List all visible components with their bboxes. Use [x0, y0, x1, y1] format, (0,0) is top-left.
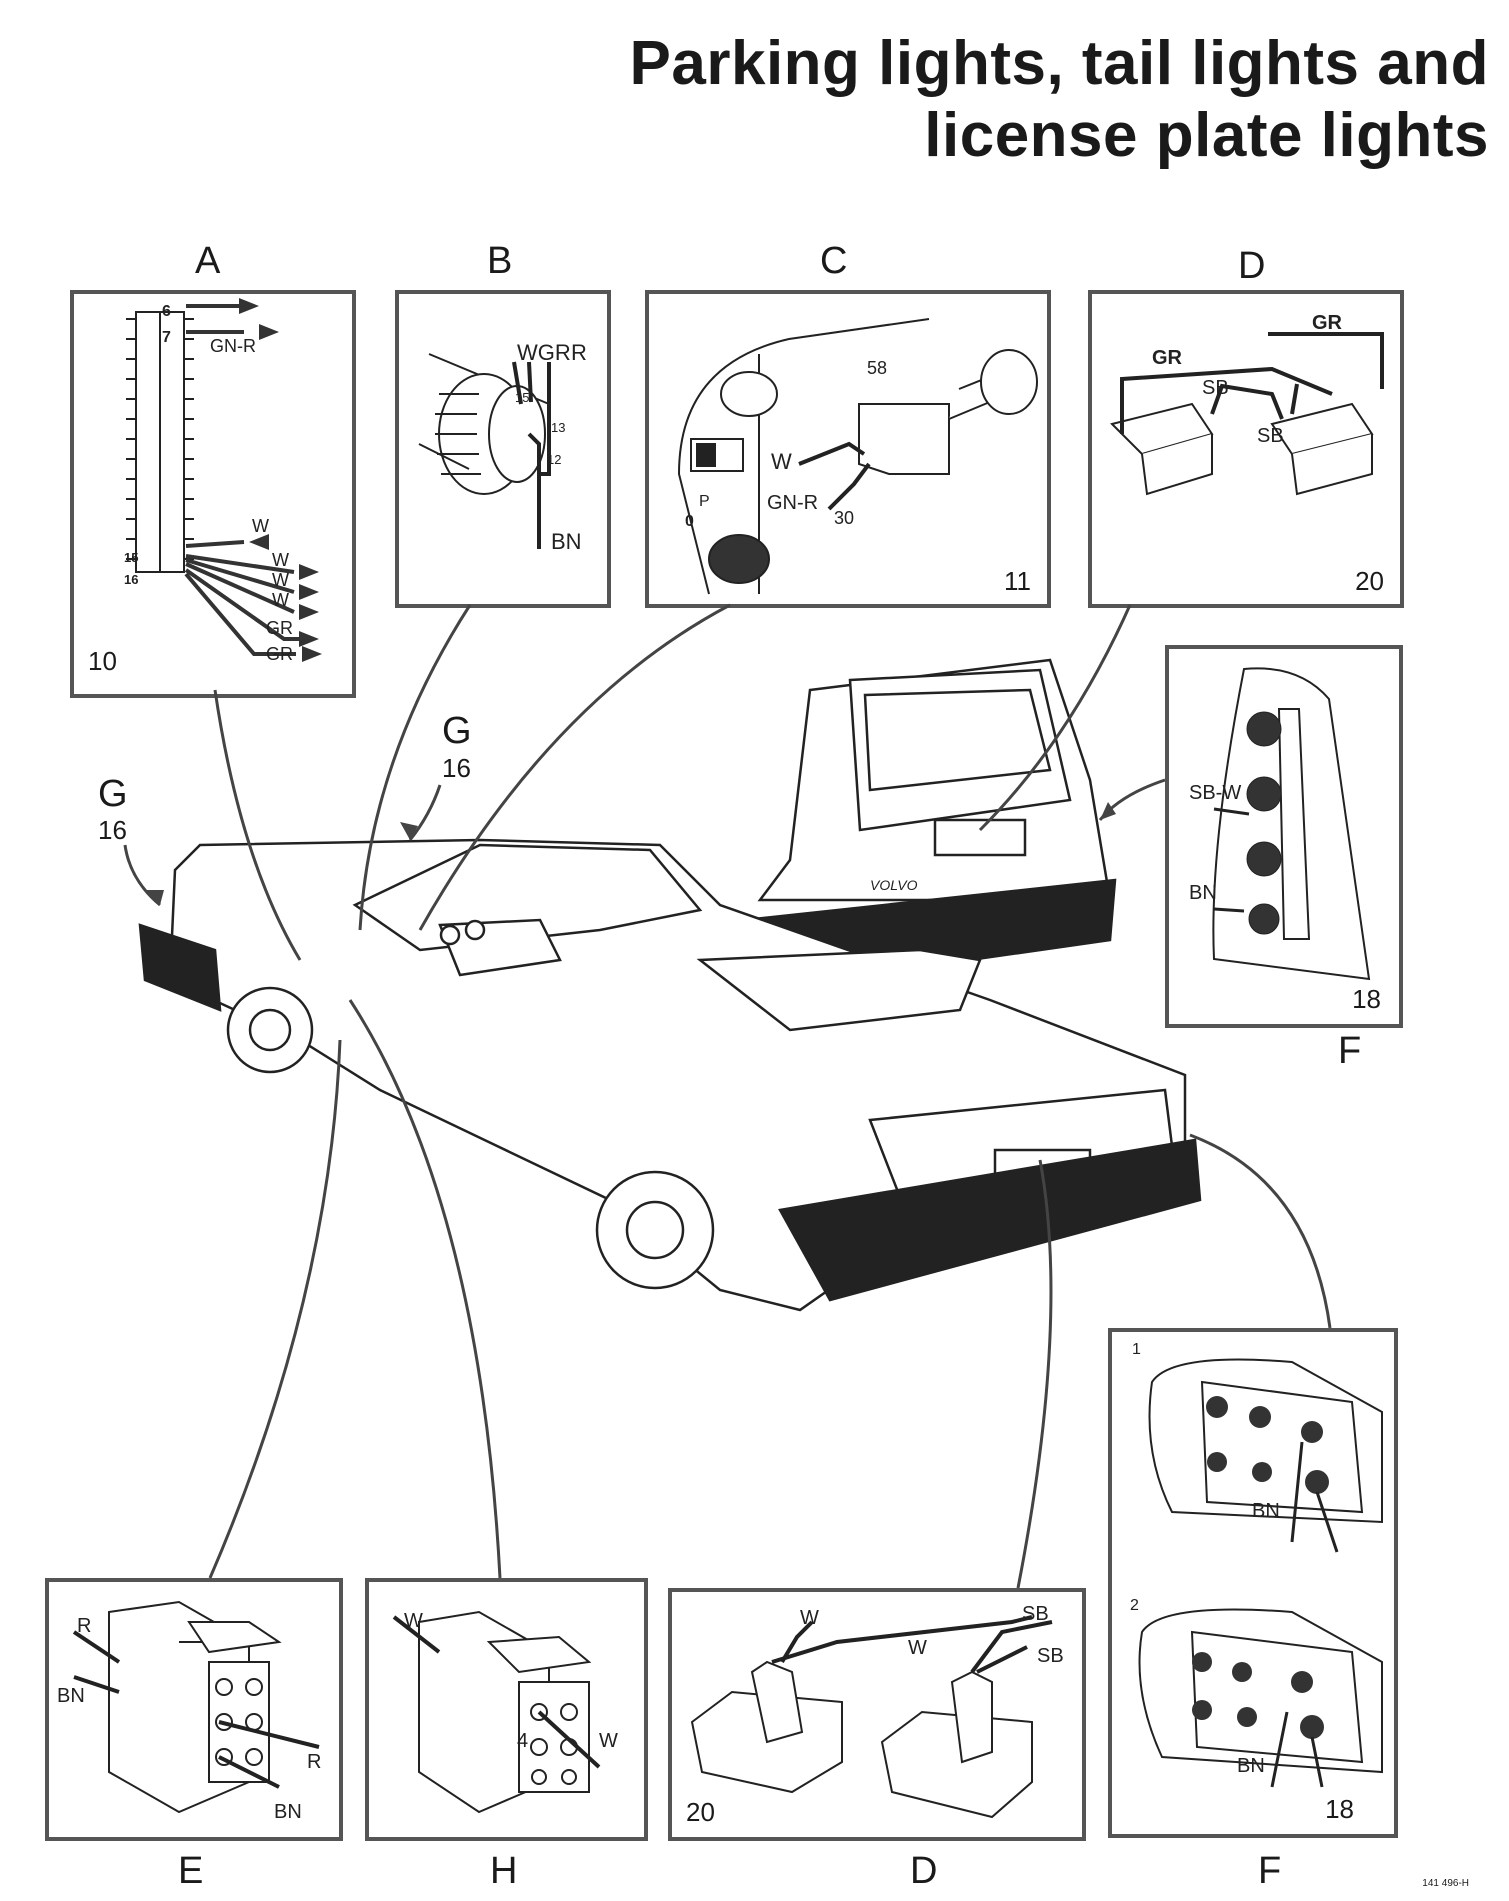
- panel-f-top-number: 18: [1352, 984, 1381, 1014]
- a-label-gr2: GR: [266, 644, 293, 664]
- d-bottom-label-sb2: SB: [1037, 1645, 1064, 1667]
- panel-letter-h: H: [490, 1850, 518, 1892]
- panel-f-bottom-rear-lights: 1 2 BN BN 18: [1108, 1328, 1398, 1838]
- panel-letter-f-top: F: [1338, 1030, 1362, 1072]
- e-label-bn2: BN: [274, 1801, 302, 1823]
- b-label-15: 15: [515, 390, 529, 405]
- e-label-r2: R: [307, 1751, 321, 1773]
- g-mid-letter: G: [442, 710, 472, 752]
- figure-code: 141 496-H: [1422, 1878, 1469, 1889]
- switch-connector-illustration: 58 W GN-R 30 P 0: [677, 318, 1038, 595]
- c-label-58: 58: [867, 358, 887, 378]
- panel-d-top-plate-lights: GR GR SB SB 20: [1088, 290, 1404, 608]
- a-label-gnr: GN-R: [210, 336, 256, 356]
- a-label-15: 15: [124, 550, 138, 565]
- leader-arrowheads: [146, 802, 1116, 905]
- g-mid-number: 16: [442, 753, 471, 783]
- panel-a-number: 10: [88, 646, 117, 676]
- a-label-7: 7: [162, 329, 171, 346]
- connector-h-illustration: W 4 W: [392, 1610, 618, 1814]
- panel-d-top-number: 20: [1355, 566, 1384, 596]
- h-label-4: 4: [517, 1730, 528, 1752]
- c-label-w: W: [771, 449, 792, 474]
- title-line-1: Parking lights, tail lights and: [629, 29, 1489, 98]
- a-label-gr1: GR: [266, 618, 293, 638]
- rear-lights-illustration: 1 2 BN BN: [1130, 1341, 1383, 1788]
- connector-e-illustration: R BN R BN: [57, 1600, 321, 1823]
- plate-lights-bottom-illustration: W W SB SB: [690, 1603, 1064, 1819]
- d-bottom-label-w1: W: [800, 1607, 819, 1629]
- f-top-label-bn: BN: [1189, 882, 1217, 904]
- d-top-label-gr2: GR: [1312, 312, 1343, 334]
- wagon-badge: VOLVO: [870, 877, 918, 893]
- tail-light-illustration: SB-W BN: [1189, 667, 1371, 981]
- panel-letter-c: C: [820, 240, 848, 282]
- f-bottom-sub-1: 1: [1132, 1341, 1141, 1358]
- panel-f-bottom-number: 18: [1325, 1794, 1354, 1824]
- sedan-body: [138, 838, 1202, 1312]
- a-label-16: 16: [124, 572, 138, 587]
- a-label-w3: W: [272, 570, 289, 590]
- c-label-0: 0: [685, 513, 694, 530]
- panel-d-bottom-number: 20: [686, 1797, 715, 1827]
- page-title: Parking lights, tail lights and license …: [630, 28, 1490, 172]
- d-bottom-label-w2: W: [908, 1637, 927, 1659]
- panel-h-connector: W 4 W: [365, 1578, 648, 1841]
- a-label-6: 6: [162, 303, 171, 320]
- f-bottom-label-bn2: BN: [1237, 1755, 1265, 1777]
- title-line-2: license plate lights: [924, 101, 1489, 170]
- d-top-label-sb1: SB: [1202, 377, 1229, 399]
- light-switch-illustration: WGR R 15 13 12 BN: [418, 340, 587, 554]
- fuse-box-illustration: 6 7 GN-R W 15 16 W W W GR GR: [124, 298, 322, 664]
- a-label-w1: W: [252, 516, 269, 536]
- a-label-w2: W: [272, 550, 289, 570]
- h-label-w1: W: [404, 1610, 423, 1632]
- f-top-label-sbw: SB-W: [1189, 782, 1241, 804]
- b-label-r: R: [571, 340, 587, 365]
- panel-e-connector: R BN R BN: [45, 1578, 343, 1841]
- panel-letter-d-bottom: D: [910, 1850, 938, 1892]
- e-label-r1: R: [77, 1615, 91, 1637]
- d-bottom-label-sb1: SB: [1022, 1603, 1049, 1625]
- c-label-gnr: GN-R: [767, 492, 818, 514]
- c-label-30: 30: [834, 508, 854, 528]
- f-bottom-sub-2: 2: [1130, 1597, 1139, 1614]
- c-label-p: P: [699, 493, 710, 510]
- panel-f-top-tail-light: SB-W BN 18: [1165, 645, 1403, 1028]
- g-left-number: 16: [98, 815, 127, 845]
- panel-c-switch-connector: 58 W GN-R 30 P 0 11: [645, 290, 1051, 608]
- b-label-wgr: WGR: [517, 340, 571, 365]
- d-top-label-sb2: SB: [1257, 425, 1284, 447]
- panel-letter-e: E: [178, 1850, 204, 1892]
- panel-letter-f-bottom: F: [1258, 1850, 1282, 1892]
- d-top-label-gr1: GR: [1152, 347, 1183, 369]
- h-label-w2: W: [599, 1730, 618, 1752]
- b-label-bn: BN: [551, 529, 582, 554]
- panel-letter-d-top: D: [1238, 245, 1266, 287]
- a-label-w4: W: [272, 590, 289, 610]
- panel-b-light-switch: WGR R 15 13 12 BN: [395, 290, 611, 608]
- panel-a-fuse-box: 6 7 GN-R W 15 16 W W W GR GR 10: [70, 290, 356, 698]
- plate-lights-illustration: GR GR SB SB: [1110, 312, 1384, 496]
- f-bottom-label-bn1: BN: [1252, 1500, 1280, 1522]
- wagon-rear: [743, 658, 1117, 992]
- panel-d-bottom-plate-lights: W W SB SB 20: [668, 1588, 1086, 1841]
- panel-letter-a: A: [195, 240, 221, 282]
- panel-letter-b: B: [487, 240, 513, 282]
- panel-c-number: 11: [1004, 566, 1031, 596]
- e-label-bn1: BN: [57, 1685, 85, 1707]
- b-label-13: 13: [551, 420, 565, 435]
- g-left-letter: G: [98, 773, 128, 815]
- b-label-12: 12: [547, 452, 561, 467]
